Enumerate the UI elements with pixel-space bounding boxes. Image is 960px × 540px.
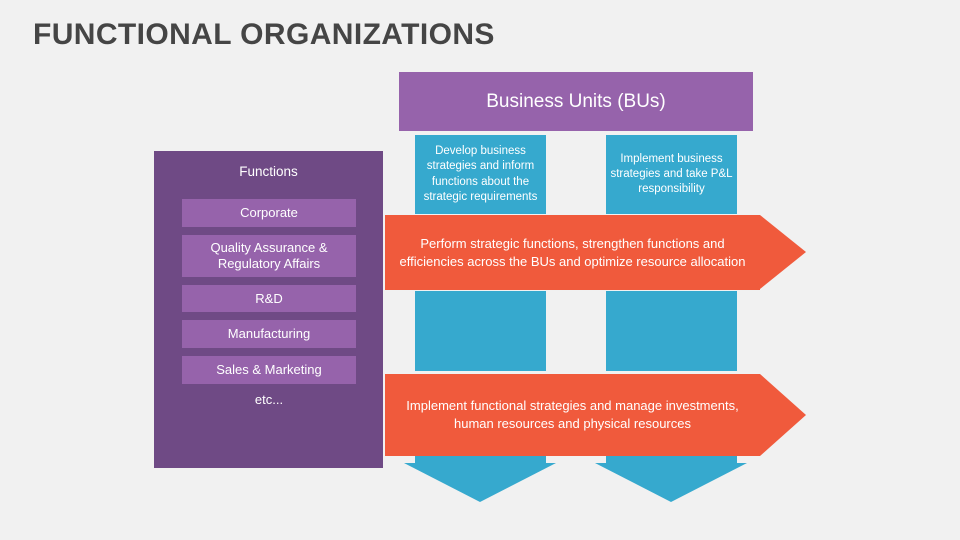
functions-panel-heading: Functions [239,164,298,179]
business-unit-band-1 [415,291,546,371]
strategic-functions-arrow-body: Perform strategic functions, strengthen … [385,215,760,290]
functional-strategies-arrow-body: Implement functional strategies and mana… [385,374,760,456]
arrow-head-right-icon [760,215,806,289]
functions-panel: Functions Corporate Quality Assurance & … [154,151,383,468]
strategic-functions-arrow-label: Perform strategic functions, strengthen … [399,235,746,269]
business-unit-band-2 [606,291,737,371]
business-unit-card-1: Develop business strategies and inform f… [415,135,546,214]
arrow-head-right-icon [760,374,806,456]
functional-strategies-arrow: Implement functional strategies and mana… [385,374,806,456]
functions-list: Corporate Quality Assurance & Regulatory… [182,199,356,407]
function-item-sales-marketing[interactable]: Sales & Marketing [182,356,356,385]
arrow-head-down-icon [595,463,747,502]
functions-etc-label: etc... [254,392,284,408]
strategic-functions-arrow: Perform strategic functions, strengthen … [385,215,806,290]
arrow-shaft [415,456,546,464]
function-item-rnd[interactable]: R&D [182,284,356,313]
business-unit-down-arrow-1 [404,456,557,502]
function-item-quality-assurance[interactable]: Quality Assurance & Regulatory Affairs [182,234,356,277]
business-units-header: Business Units (BUs) [399,72,753,131]
function-item-manufacturing[interactable]: Manufacturing [182,320,356,349]
business-unit-card-2: Implement business strategies and take P… [606,135,737,214]
functional-strategies-arrow-label: Implement functional strategies and mana… [406,398,739,431]
arrow-shaft [606,456,737,464]
arrow-head-down-icon [404,463,556,502]
business-unit-down-arrow-2 [595,456,748,502]
page-title: FUNCTIONAL ORGANIZATIONS [33,18,495,51]
function-item-corporate[interactable]: Corporate [182,199,356,227]
